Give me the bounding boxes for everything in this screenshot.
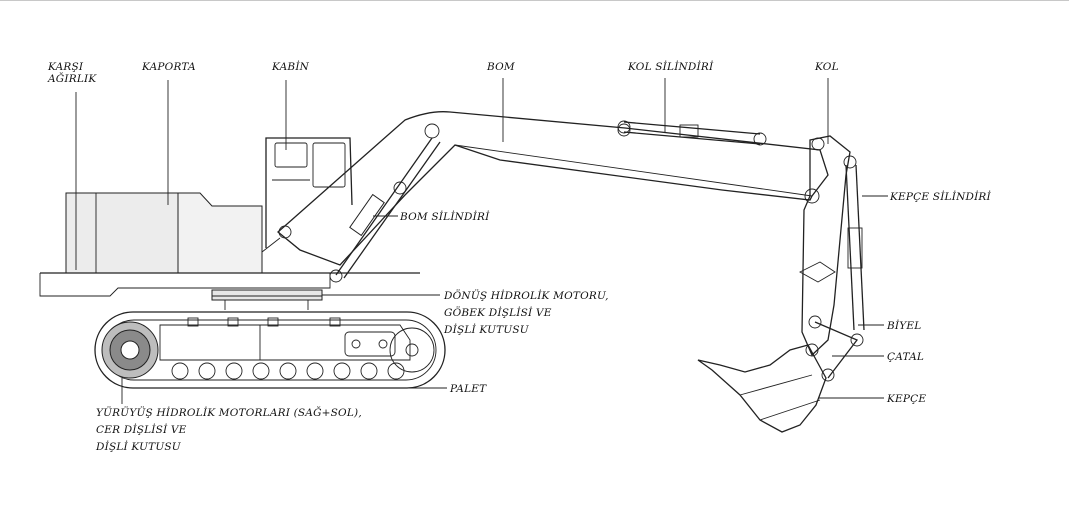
arm-cylinder xyxy=(617,120,767,146)
label-kepce-silindiri: KEPÇE SİLİNDİRİ xyxy=(889,189,992,203)
labels: KARŞI AĞIRLIK KAPORTA KABİN BOM KOL SİLİ… xyxy=(47,59,992,453)
label-agirlik: AĞIRLIK xyxy=(47,71,97,85)
label-donus-1: DÖNÜŞ HİDROLİK MOTORU, xyxy=(443,288,609,302)
label-donus-2: GÖBEK DİŞLİSİ VE xyxy=(444,305,552,319)
arm xyxy=(799,135,857,357)
label-karsi: KARŞI xyxy=(47,61,84,73)
label-kepce: KEPÇE xyxy=(886,393,926,405)
label-palet: PALET xyxy=(449,383,487,395)
label-kaporta: KAPORTA xyxy=(141,61,196,73)
boom xyxy=(276,111,829,266)
label-donus-3: DİŞLİ KUTUSU xyxy=(443,322,530,336)
bucket xyxy=(697,344,827,433)
engine-cover xyxy=(177,192,263,274)
bucket-cylinder xyxy=(845,164,865,347)
top-divider xyxy=(0,0,1069,1)
upper-frame xyxy=(39,237,420,297)
label-yuruyus-1: YÜRÜYÜŞ HİDROLİK MOTORLARI (SAĞ+SOL), xyxy=(96,405,362,419)
label-catal: ÇATAL xyxy=(887,351,924,363)
slewing-ring xyxy=(211,289,323,310)
label-yuruyus-3: DİŞLİ KUTUSU xyxy=(95,439,182,453)
boom-cylinder xyxy=(329,137,441,283)
leader-lines xyxy=(75,78,888,404)
counterweight xyxy=(65,192,179,274)
bucket-linkage xyxy=(805,321,859,382)
label-bom-silindiri: BOM SİLİNDİRİ xyxy=(399,209,490,223)
label-bom: BOM xyxy=(486,61,515,73)
label-yuruyus-2: CER DİŞLİSİ VE xyxy=(96,422,187,436)
label-kol-silindiri: KOL SİLİNDİRİ xyxy=(627,59,714,73)
excavator-drawing xyxy=(39,111,865,433)
label-kol: KOL xyxy=(814,61,839,73)
crawler-track xyxy=(94,311,446,389)
drive-sprocket xyxy=(101,321,159,379)
label-kabin: KABİN xyxy=(271,59,310,73)
label-biyel: BİYEL xyxy=(886,318,921,332)
